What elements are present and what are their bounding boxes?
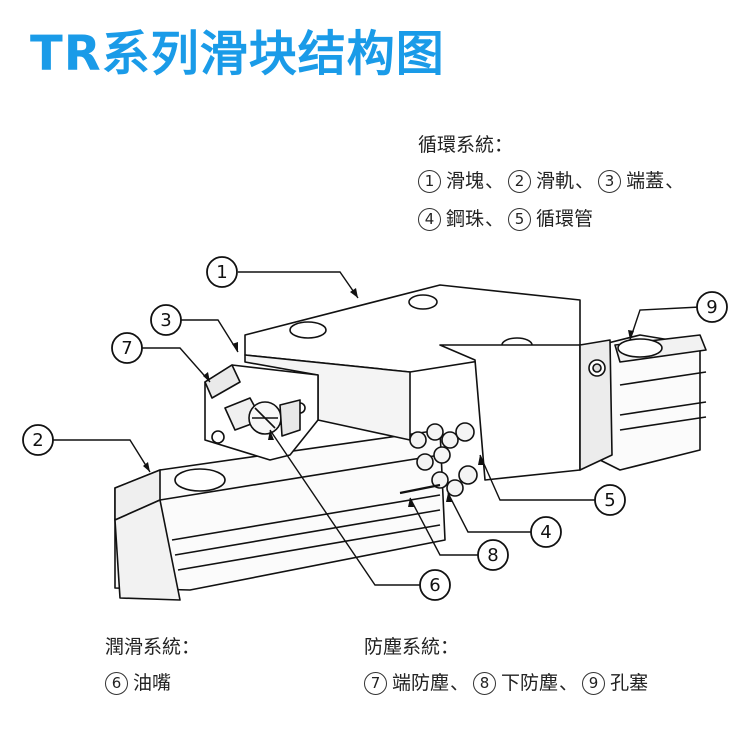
separator: 、 — [450, 672, 470, 694]
circulation-line-1: 1 滑塊 、 2 滑軌 、 3 端蓋 、 — [418, 162, 688, 200]
callout-circle-1 — [206, 256, 238, 288]
separator: 、 — [485, 170, 505, 192]
callout-circle-5 — [594, 484, 626, 516]
legend-label: 端蓋 — [626, 170, 665, 192]
legend-label: 循環管 — [536, 208, 594, 230]
legend-label: 鋼珠 — [446, 208, 485, 230]
callout-number: 3 — [598, 169, 622, 193]
rail-front — [114, 429, 446, 601]
legend-item-grease-nipple: 6 油嘴 — [105, 671, 171, 695]
legend-label: 孔塞 — [610, 672, 649, 694]
lubrication-legend: 潤滑系統： 6 油嘴 — [105, 630, 200, 702]
legend-item-end-cap: 3 端蓋 、 — [598, 169, 688, 193]
circulation-legend: 循環系統： 1 滑塊 、 2 滑軌 、 3 端蓋 、 4 鋼珠 、 5 循環管 — [418, 128, 688, 238]
separator: 、 — [485, 208, 505, 230]
callout-number: 6 — [105, 671, 128, 695]
separator: 、 — [575, 170, 595, 192]
legend-item-steel-ball: 4 鋼珠 、 — [418, 207, 508, 231]
dustproof-legend: 防塵系統： 7 端防塵 、 8 下防塵 、 9 孔塞 — [364, 630, 648, 702]
lubrication-heading: 潤滑系統： — [105, 636, 201, 658]
callout-number-4: 4 — [540, 522, 551, 543]
legend-item-end-seal: 7 端防塵 、 — [364, 671, 473, 695]
grease-nipple — [224, 397, 301, 437]
legend-item-bottom-seal: 8 下防塵 、 — [473, 671, 582, 695]
callout-number-8: 8 — [487, 545, 498, 566]
rail-back — [599, 334, 707, 471]
callout-number: 9 — [582, 671, 606, 695]
callout-number-7: 7 — [121, 338, 132, 359]
lubrication-line: 6 油嘴 — [105, 664, 200, 702]
legend-label: 端防塵 — [392, 672, 450, 694]
callout-number: 7 — [364, 671, 387, 695]
legend-item-slider: 1 滑塊 、 — [418, 169, 508, 193]
circulation-line-2: 4 鋼珠 、 5 循環管 — [418, 200, 688, 238]
callout-number-6: 6 — [429, 575, 440, 596]
separator: 、 — [665, 170, 685, 192]
callout-circle-6 — [419, 569, 451, 601]
steel-balls — [409, 422, 478, 497]
callout-circle-2 — [22, 424, 54, 456]
callout-number-9: 9 — [706, 297, 717, 318]
callout-number-3: 3 — [160, 310, 171, 331]
legend-item-return-tube: 5 循環管 — [508, 207, 593, 231]
callout-circle-8 — [477, 539, 509, 571]
block-body — [244, 284, 613, 481]
callout-circle-3 — [150, 304, 182, 336]
dustproof-line: 7 端防塵 、 8 下防塵 、 9 孔塞 — [364, 664, 648, 702]
legend-item-cap: 9 孔塞 — [582, 671, 648, 695]
legend-label: 滑軌 — [536, 170, 575, 192]
circulation-heading: 循環系統： — [418, 134, 514, 156]
legend-label: 下防塵 — [501, 672, 559, 694]
separator: 、 — [559, 672, 579, 694]
callout-number: 2 — [508, 169, 532, 193]
callout-circle-7 — [111, 332, 143, 364]
dustproof-heading: 防塵系統： — [364, 636, 460, 658]
callout-number-1: 1 — [216, 262, 227, 283]
callout-number: 5 — [508, 207, 532, 231]
callout-circle-4 — [530, 516, 562, 548]
callout-number-5: 5 — [604, 490, 615, 511]
callout-number: 8 — [473, 671, 497, 695]
legend-label: 滑塊 — [446, 170, 485, 192]
legend-label: 油嘴 — [133, 672, 172, 694]
callout-number: 1 — [418, 169, 441, 193]
callout-number: 4 — [418, 207, 441, 231]
page-title: TR系列滑块结构图 — [30, 26, 445, 82]
legend-item-rail: 2 滑軌 、 — [508, 169, 598, 193]
callout-circle-9 — [696, 291, 728, 323]
callout-number-2: 2 — [32, 430, 43, 451]
